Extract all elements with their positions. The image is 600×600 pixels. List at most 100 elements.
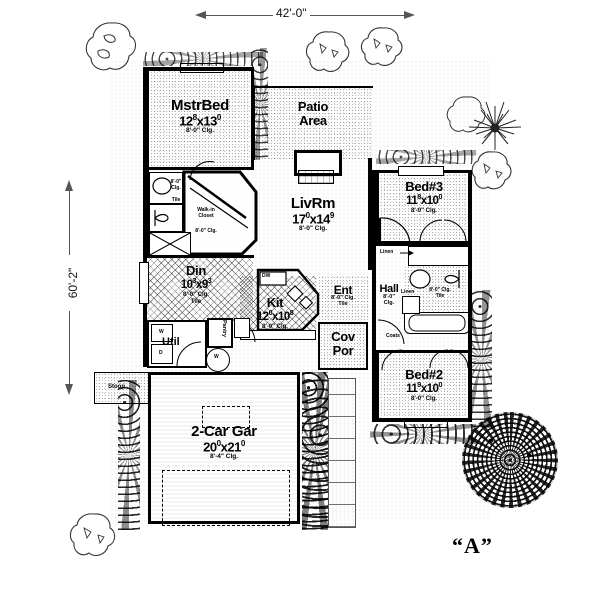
tree-icon-top-left <box>85 22 137 71</box>
closet-bifold-bed2 <box>429 349 469 369</box>
arrow-up-icon <box>65 180 73 191</box>
mbath-tile-label: Tile <box>166 197 186 204</box>
shower-x-icon <box>149 232 191 256</box>
covpor-name-line2: Por <box>332 343 354 358</box>
planting-strip-right <box>472 290 492 428</box>
shrub-border-walkway <box>302 372 328 530</box>
garage-dim: 200x210 <box>203 439 245 455</box>
bath2-tile: Tile <box>435 292 445 299</box>
arrow-down-icon <box>65 384 73 395</box>
room-label-bed2: Bed#2 119x100 8'-0" Clg. <box>380 368 468 402</box>
room-label-patio: Patio Area <box>268 100 358 127</box>
room-label-util: Hall Util <box>162 336 180 349</box>
shrub-icon-top-center <box>305 31 350 72</box>
bath2-clg: 8'-0" Clg. <box>429 287 451 293</box>
garage-floor <box>152 376 296 520</box>
din-clg: 8'-0" Clg. <box>183 292 209 299</box>
water-heater-icon <box>206 348 230 372</box>
closet-bifold-bed3 <box>419 219 467 243</box>
toilet-icon-mbath <box>154 210 169 226</box>
room-ent-floor <box>318 276 368 320</box>
sink-icon-mbath <box>152 177 172 195</box>
mbath-clg-label: 8'-0" Clg. <box>165 179 187 191</box>
door-swing-mstrbath <box>189 161 215 181</box>
linen-closet-upper <box>408 246 470 266</box>
room-label-livrm: LivRm 170x149 8'-0" Clg. <box>260 196 366 233</box>
patio-door-livrm <box>294 150 342 176</box>
tub-basin-outline <box>408 314 466 332</box>
planting-band-bed3-top <box>376 150 476 164</box>
bed2-name: Bed#2 <box>405 367 443 382</box>
bed3-name: Bed#3 <box>405 179 443 194</box>
room-label-mstrbed: MstrBed 128x130 8'-0" Clg. <box>150 98 250 135</box>
planting-bed-front-right <box>370 424 476 444</box>
toilet-icon-bath2 <box>444 270 460 288</box>
shrub-border-left <box>118 380 140 530</box>
door-swing-util <box>176 341 202 367</box>
bed3-clg: 8'-0" Clg. <box>411 208 437 215</box>
ent-name: Ent <box>333 283 353 297</box>
arrow-left-icon <box>195 11 206 19</box>
wall-bed3-bottom <box>376 242 472 246</box>
walkin-label-line2: Closet <box>198 212 214 219</box>
width-dimension: 42'-0" <box>195 4 415 26</box>
mstrbed-name: MstrBed <box>171 97 229 114</box>
din-tile: Tile <box>190 299 202 306</box>
walkway-paving <box>328 378 356 528</box>
door-swing-bed2 <box>381 349 403 371</box>
kit-clg: 8'-0" Clg. <box>262 324 288 331</box>
mstrbed-floor <box>150 71 250 166</box>
covpor-name-line1: Cov <box>331 329 355 344</box>
garage-storage-dashed <box>202 406 250 428</box>
patio-area-surface <box>253 86 373 160</box>
coats-label: Coats <box>386 333 400 339</box>
walkin-closet-label: Walk-in Closet 8'-0" Clg. <box>178 207 234 235</box>
shrub-icon-top-right <box>360 27 403 66</box>
hall-name: Hall <box>379 283 399 295</box>
shrub-icon-right-lower <box>471 151 512 190</box>
mbath-walkin-zone <box>146 168 254 258</box>
shrub-icon-bottom-left <box>69 513 116 556</box>
patio-name-line2: Area <box>299 113 327 128</box>
bed2-clg: 8'-0" Clg. <box>411 396 437 403</box>
wall-rightwing-right <box>468 170 472 422</box>
ent-tile: Tile <box>338 300 348 307</box>
mbath-clg-line1: 8'-0" <box>170 179 182 185</box>
dense-shrub-bottom-right <box>462 412 558 508</box>
wall-mid-horizontal <box>143 254 147 258</box>
door-swing-bed3 <box>379 217 411 245</box>
door-swing-coats <box>377 319 405 345</box>
refrigerator-box <box>234 318 250 338</box>
room-covpor-floor <box>318 322 368 370</box>
mbath-tile: Tile <box>171 197 181 203</box>
arrow-right-icon-linen <box>400 250 414 256</box>
stoop-label: Stoop <box>108 384 125 390</box>
depth-dimension: 60'-2" <box>58 180 82 395</box>
bath2-clg-label: 8'-0" Clg. Tile <box>416 287 464 299</box>
bed3-dim: 118x100 <box>406 193 442 207</box>
wall-main-top <box>143 67 254 71</box>
linen-mid-text: Linen <box>401 289 415 295</box>
hall-clg-2: Clg. <box>383 299 395 306</box>
kit-dim: 120x108 <box>256 309 294 323</box>
livrm-name: LivRm <box>290 195 336 212</box>
room-pantry <box>207 318 233 348</box>
room-label-din: Din 103x93 8'-0" Clg. Tile <box>150 264 242 305</box>
planting-band-top-left <box>143 52 263 66</box>
room-garage <box>148 372 300 524</box>
depth-dimension-label: 60'-2" <box>66 255 80 311</box>
room-label-garage: 2-Car Gar 200x210 8'-4" Clg. <box>152 424 296 461</box>
wall-livrm-right <box>368 158 372 270</box>
garage-clg: 8'-4" Clg. <box>209 453 239 461</box>
ent-clg: 8'-0" Clg. <box>331 295 355 301</box>
mstrbed-clg: 8'-0" Clg. <box>185 127 215 135</box>
spiky-tree-icon-right <box>468 101 522 150</box>
walkin-label-line1: Walk-in <box>197 207 215 213</box>
pantry-label: Pantry <box>221 320 227 338</box>
wall-rightwing-bottom <box>372 418 472 422</box>
dishwasher-label: DW <box>262 273 271 279</box>
patio-door-step <box>298 170 334 184</box>
plan-label: “A” <box>452 533 493 558</box>
linen-upper-label: Linen <box>380 249 394 255</box>
wall-main-left <box>143 67 147 367</box>
